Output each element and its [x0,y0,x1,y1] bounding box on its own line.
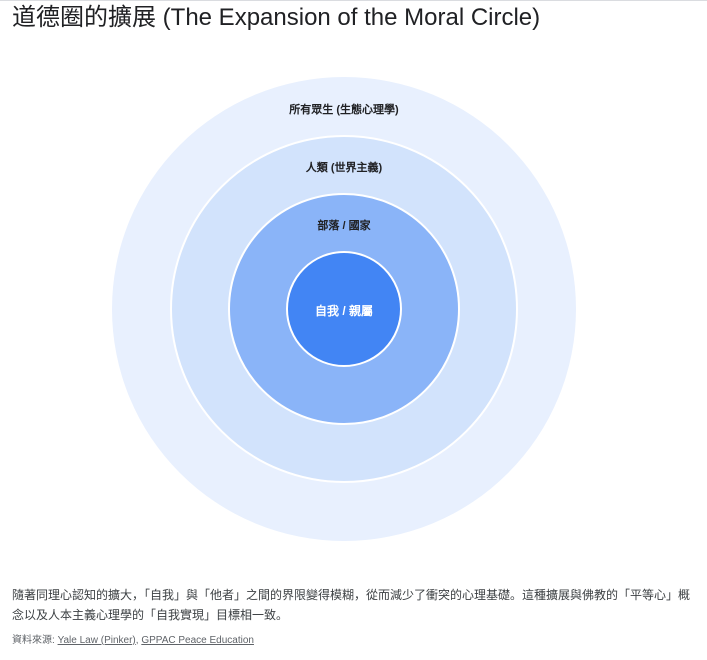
ring-label-self-kin: 自我 / 親屬 [314,304,373,318]
ring-label-humanity: 人類 (世界主義) [305,162,383,174]
ring-label-all-beings: 所有眾生 (生態心理學) [289,104,399,116]
sources-line: 資料來源: Yale Law (Pinker), GPPAC Peace Edu… [12,633,254,649]
description-text: 隨著同理心認知的擴大，「自我」與「他者」之間的界限變得模糊，從而減少了衝突的心理… [12,588,691,622]
source-link-yale-law[interactable]: Yale Law (Pinker) [57,635,136,646]
source-link-gppac[interactable]: GPPAC Peace Education [141,635,254,646]
page-title: 道德圈的擴展 (The Expansion of the Moral Circl… [12,4,541,31]
ring-label-tribe-nation: 部落 / 國家 [317,220,371,232]
sources-separator: , [135,635,142,646]
ring-self-kin: 自我 / 親屬 [286,251,402,367]
moral-circle-diagram: 所有眾生 (生態心理學) 人類 (世界主義) 部落 / 國家 自我 / 親屬 [0,1,707,561]
sources-prefix: 資料來源: [12,635,58,646]
